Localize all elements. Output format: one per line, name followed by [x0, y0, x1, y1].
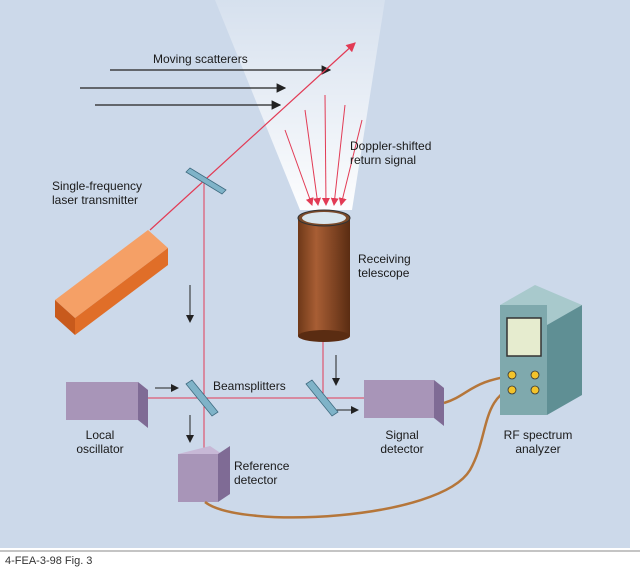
analyzer-knob-3 — [507, 385, 517, 395]
label-doppler-line1: Doppler-shifted — [350, 139, 432, 153]
cable-reference-to-analyzer — [204, 383, 521, 519]
beamsplitter-right — [305, 379, 339, 417]
return-ray-5 — [338, 119, 363, 206]
analyzer-screen — [506, 317, 542, 357]
return-ray-4 — [330, 104, 346, 206]
label-rf-line2: analyzer — [515, 442, 561, 456]
label-local-line2: oscillator — [76, 442, 124, 456]
label-laser-line2: laser transmitter — [52, 193, 139, 207]
return-light-cone — [215, 0, 385, 210]
local-oscillator — [66, 382, 148, 428]
label-telescope-line2: telescope — [358, 266, 410, 280]
beamsplitter-left — [185, 379, 219, 417]
analyzer-knob-1 — [507, 370, 517, 380]
label-signal-line1: Signal — [385, 428, 419, 442]
label-telescope-line1: Receiving — [358, 252, 411, 266]
label-beamsplitters: Beamsplitters — [213, 379, 286, 393]
turning-mirror — [185, 167, 227, 195]
label-rf-line1: RF spectrum — [503, 428, 573, 442]
laser-transmitter — [55, 230, 168, 335]
receiving-telescope — [297, 209, 351, 342]
signal-detector — [364, 380, 444, 426]
reference-detector — [178, 446, 230, 502]
label-local-line1: Local — [85, 428, 115, 442]
return-ray-3 — [321, 94, 330, 206]
label-moving-scatterers: Moving scatterers — [153, 52, 248, 66]
label-signal-line2: detector — [380, 442, 424, 456]
label-reference-line1: Reference — [234, 459, 290, 473]
figure-caption: 4-FEA-3-98 Fig. 3 — [5, 555, 93, 567]
label-reference-line2: detector — [234, 473, 278, 487]
label-laser-line1: Single-frequency — [52, 179, 143, 193]
rf-spectrum-analyzer — [500, 285, 582, 415]
label-doppler-line2: return signal — [350, 153, 417, 167]
analyzer-knob-4 — [530, 385, 540, 395]
return-ray-2 — [304, 109, 322, 206]
transmit-beam — [149, 42, 356, 231]
analyzer-knob-2 — [530, 370, 540, 380]
return-ray-1 — [284, 129, 314, 206]
